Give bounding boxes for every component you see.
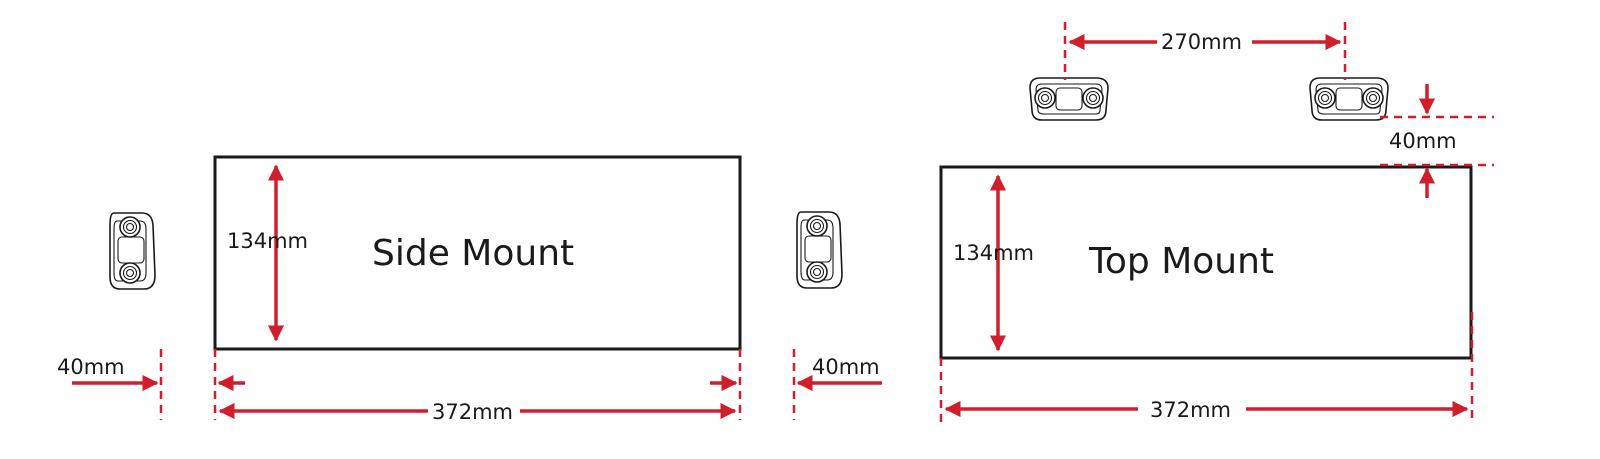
mounting-bracket-icon <box>1309 77 1389 121</box>
top-mount-title: Top Mount <box>1088 241 1274 282</box>
side-width-label: 372mm <box>432 400 513 424</box>
top-mount-height-label: 134mm <box>953 241 1034 265</box>
side-left-gap-label: 40mm <box>57 355 125 379</box>
side-mount-unit-outline <box>213 155 742 351</box>
mounting-bracket-icon <box>796 211 843 289</box>
mounting-bracket-icon <box>109 212 156 290</box>
top-mount-unit-outline <box>939 165 1473 360</box>
side-right-gap-label: 40mm <box>812 355 880 379</box>
side-mount-group: Side Mount 134mm 40mm 40mm 372mm <box>57 155 882 424</box>
top-spacing-label: 270mm <box>1161 30 1242 54</box>
side-mount-height-label: 134mm <box>227 229 308 253</box>
top-width-label: 372mm <box>1150 398 1231 422</box>
side-mount-title: Side Mount <box>372 233 574 274</box>
mounting-bracket-icon <box>1029 77 1109 121</box>
top-gap-label: 40mm <box>1389 129 1457 153</box>
top-mount-group: Top Mount 134mm 270mm 40mm 372mm <box>939 22 1494 422</box>
